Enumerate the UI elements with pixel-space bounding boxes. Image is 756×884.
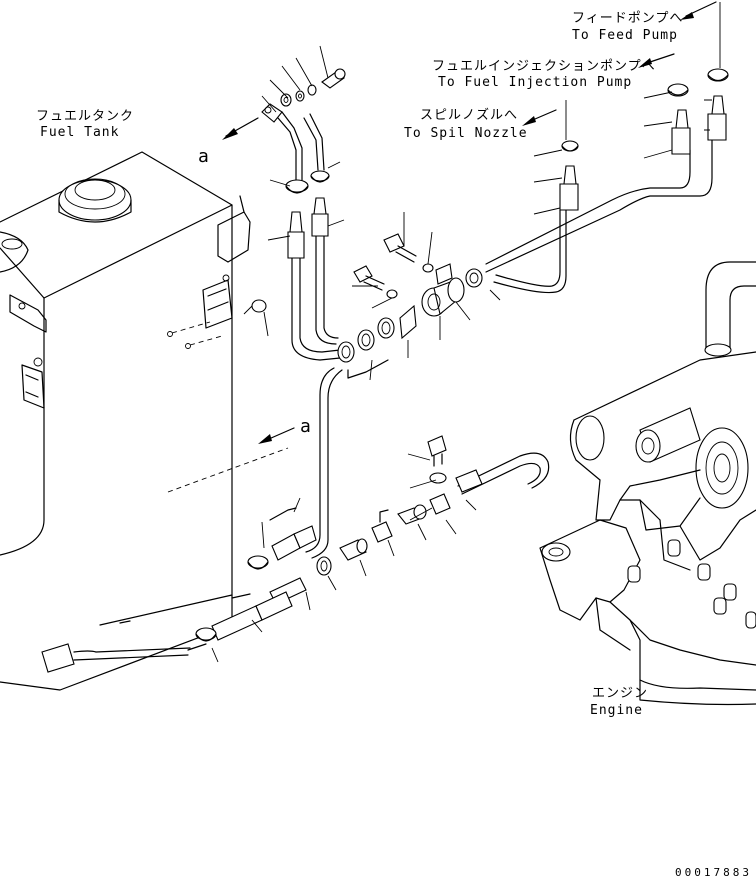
nipple-lower-2 [339, 538, 368, 561]
eye-bolt [321, 68, 346, 89]
feed-pump-label-jp: フィードポンプへ [572, 11, 683, 26]
hose-end-upper-a [287, 211, 305, 259]
callout-a-top: a [198, 146, 209, 167]
center-fittings [337, 233, 483, 379]
hose-end-feed [707, 95, 727, 141]
washer-1 [280, 93, 292, 107]
engine-label-en: Engine [590, 703, 643, 718]
clamp-injection [667, 83, 689, 97]
engine-label-jp: エンジン [592, 686, 648, 701]
callout-a-mid: a [300, 416, 311, 437]
injection-pump-fittings [667, 83, 691, 155]
spill-nozzle-label-jp: スピルノズルへ [420, 107, 518, 123]
clamp-lower-b [195, 627, 217, 642]
turbocharger [635, 407, 749, 509]
lower-fittings [187, 435, 550, 651]
hose-lower-c [271, 525, 317, 561]
clamp-center-2 [357, 329, 375, 351]
feed-pump-fittings [707, 68, 729, 141]
hose-end-upper-b [311, 197, 329, 237]
banjo-fitting-upper [261, 103, 303, 181]
nipple-lower-1 [397, 504, 427, 525]
fuel-tank-label-jp: フュエルタンク [36, 109, 134, 124]
sensor-block [429, 493, 451, 515]
clamp-lower-c [247, 555, 269, 570]
fuel-tank-label-en: Fuel Tank [40, 125, 119, 140]
hose-lower-b [211, 591, 293, 641]
fuel-hoses [231, 139, 713, 599]
bracket-plate [399, 304, 417, 340]
washer-center-a [386, 289, 398, 299]
bolt-lower [427, 435, 447, 467]
fuel-filter-body [421, 277, 465, 317]
injection-pump-label-jp: フュエルインジェクションポンプへ [432, 59, 656, 74]
tank-side-bracket [9, 294, 47, 409]
cylinder-bosses [627, 539, 756, 629]
u-pipe [455, 452, 550, 495]
filler-cap [58, 178, 132, 223]
clamp-center-3 [377, 317, 395, 339]
washer-center-b [422, 263, 434, 273]
spill-nozzle-label-en: To Spil Nozzle [404, 126, 528, 141]
hose-clamp-upper-a [285, 179, 309, 194]
drain-fitting [41, 643, 191, 673]
spill-nozzle-fittings [559, 140, 579, 211]
tank-clamp-bracket [202, 274, 267, 329]
hose-clamp-upper-b [310, 170, 330, 183]
washer-3 [307, 84, 317, 96]
clamp-filter [465, 268, 483, 288]
hose-end-injection [671, 109, 691, 155]
clamp-spill [561, 140, 579, 152]
clamp-lower-a [316, 556, 332, 576]
upper-fittings [261, 68, 346, 259]
engine-block [539, 261, 756, 706]
filter-bracket [435, 263, 453, 285]
feed-pump-label-en: To Feed Pump [572, 28, 678, 43]
washer-2 [295, 90, 305, 102]
drawing-reference-number: 00017883 [675, 866, 752, 879]
clamp-center-1 [337, 341, 355, 363]
hose-end-spill [559, 165, 579, 211]
clamp-feed [707, 68, 729, 82]
bolt-center-b [383, 233, 417, 263]
leader-lines [211, 2, 721, 663]
fuel-tank [0, 151, 267, 691]
injection-pump-label-en: To Fuel Injection Pump [438, 75, 632, 90]
sensor-lower [371, 509, 393, 543]
